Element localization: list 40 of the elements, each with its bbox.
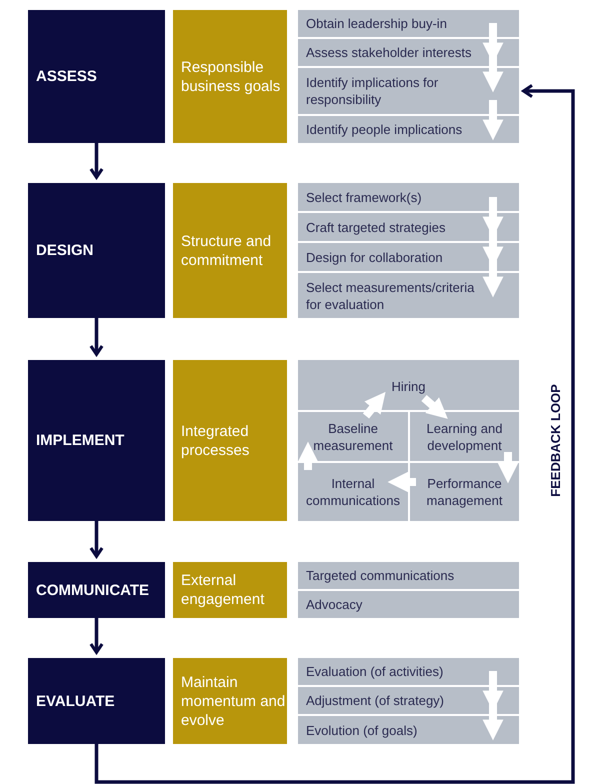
phase-box: IMPLEMENT <box>28 360 165 521</box>
goal-box: Maintain momentum and evolve <box>173 658 287 744</box>
step-row: Identify people implications <box>298 116 519 143</box>
arrow <box>89 318 104 356</box>
step-row: Select measurements/criteria for evaluation <box>298 273 519 318</box>
step-row: Evolution (of goals) <box>298 716 519 744</box>
goal-box: External engagement <box>173 562 287 618</box>
phase-box: DESIGN <box>28 183 165 318</box>
goal-box: Integrated processes <box>173 360 287 521</box>
arrow <box>298 442 318 470</box>
arrow <box>482 257 504 298</box>
goal-box: Structure and commitment <box>173 183 287 318</box>
step-row: Identify implications for responsibility <box>298 68 519 114</box>
process-cell: Performance management <box>410 463 519 521</box>
step-row: Obtain leadership buy-in <box>298 10 519 37</box>
process-cell: Baseline measurement <box>298 412 408 461</box>
goal-box: Responsible business goals <box>173 10 287 143</box>
arrow <box>421 395 448 419</box>
phase-box: EVALUATE <box>28 658 165 744</box>
process-cell: Internal communications <box>298 463 408 521</box>
step-row: Adjustment (of strategy) <box>298 687 519 714</box>
arrow <box>89 521 104 558</box>
process-cell: Learning and development <box>410 412 519 461</box>
feedback-arrow <box>94 84 575 784</box>
arrow <box>362 392 386 419</box>
step-row: Design for collaboration <box>298 243 519 271</box>
step-row: Advocacy <box>298 591 519 618</box>
step-row: Craft targeted strategies <box>298 213 519 241</box>
arrow <box>89 618 104 654</box>
process-cell: Hiring <box>298 360 519 410</box>
step-row: Evaluation (of activities) <box>298 658 519 685</box>
phase-box: ASSESS <box>28 10 165 143</box>
arrow <box>89 143 104 179</box>
arrow <box>498 452 518 484</box>
step-row: Targeted communications <box>298 562 519 589</box>
phase-box: COMMUNICATE <box>28 562 165 618</box>
arrow <box>482 100 504 140</box>
step-row: Assess stakeholder interests <box>298 39 519 66</box>
step-row: Select framework(s) <box>298 183 519 211</box>
arrow <box>388 472 416 492</box>
